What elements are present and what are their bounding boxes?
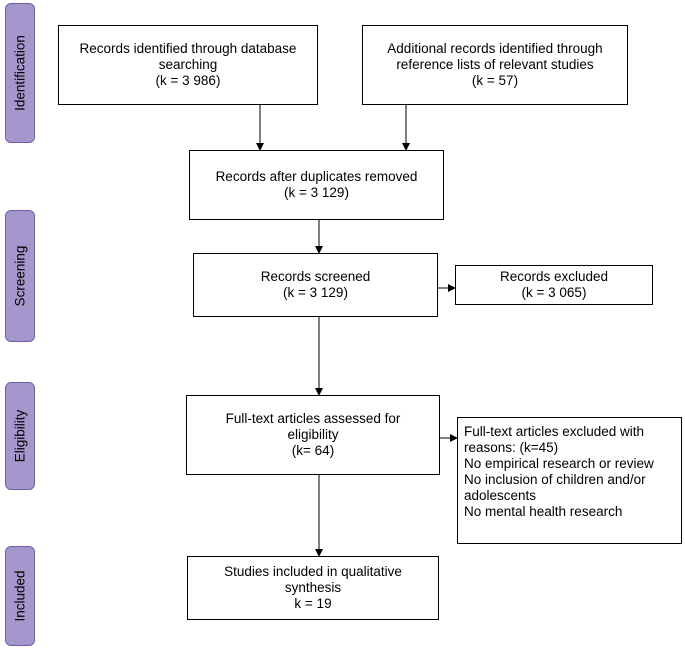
box-line: adolescents	[464, 488, 537, 503]
phase-identification: Identification	[5, 3, 35, 143]
box-line: Records identified through database	[79, 41, 297, 56]
box-line: k = 19	[294, 596, 332, 611]
box-reference-lists: Additional records identified through re…	[362, 25, 628, 105]
box-line: (k = 57)	[471, 73, 519, 88]
box-after-duplicates: Records after duplicates removed (k = 3 …	[189, 150, 444, 220]
phase-included: Included	[5, 546, 35, 646]
box-line: Full-text articles excluded with	[464, 424, 645, 439]
box-line: reasons: (k=45)	[464, 440, 559, 455]
box-line: Records excluded	[499, 269, 609, 284]
box-line: synthesis	[284, 580, 342, 595]
box-studies-included: Studies included in qualitative synthesi…	[187, 556, 439, 620]
box-line: No mental health research	[464, 504, 623, 519]
box-line: Studies included in qualitative	[224, 564, 402, 579]
box-line: (k = 3 129)	[284, 185, 349, 200]
box-line: (k = 3 986)	[155, 73, 221, 88]
box-line: Records after duplicates removed	[215, 169, 418, 184]
box-line: No inclusion of children and/or	[464, 472, 646, 487]
box-line: No empirical research or review	[464, 456, 654, 471]
box-line: eligibility	[287, 427, 339, 442]
box-line: (k= 64)	[291, 443, 335, 458]
box-line: Additional records identified through	[387, 41, 603, 56]
phase-screening: Screening	[5, 210, 35, 342]
box-line: reference lists of relevant studies	[396, 57, 594, 72]
box-fulltext-excluded: Full-text articles excluded with reasons…	[457, 417, 682, 544]
box-line: Full-text articles assessed for	[225, 411, 401, 426]
box-fulltext-assessed: Full-text articles assessed for eligibil…	[186, 395, 440, 475]
box-database-search: Records identified through database sear…	[58, 25, 318, 105]
box-line: (k = 3 065)	[521, 285, 587, 300]
box-line: searching	[158, 57, 218, 72]
box-records-excluded: Records excluded (k = 3 065)	[455, 265, 653, 305]
phase-eligibility: Eligibility	[5, 382, 35, 490]
box-line: Records screened	[260, 269, 371, 284]
box-line: (k = 3 129)	[283, 285, 348, 300]
